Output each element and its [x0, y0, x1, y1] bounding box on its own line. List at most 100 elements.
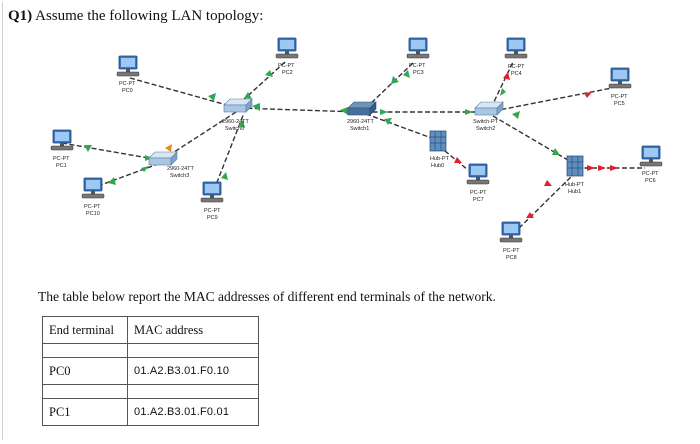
pc0-icon	[116, 55, 140, 77]
table-description: The table below report the MAC addresses…	[38, 289, 496, 304]
link-arrow-up	[384, 118, 392, 125]
link-arrow-up	[340, 107, 348, 115]
switch3-name: Switch3	[170, 173, 189, 179]
link-indicators	[84, 70, 618, 218]
link-arrow-up	[244, 92, 252, 99]
link-arrow-up	[208, 93, 216, 101]
mac-cell: 01.A2.B3.01.F0.01	[127, 398, 259, 426]
switch3-type: 2960-24TT	[167, 166, 195, 172]
link-arrow-up	[141, 166, 149, 172]
pc2-name: PC2	[282, 70, 293, 76]
pc-node-pc8: PC-PT PC8	[499, 221, 523, 261]
pc8-name: PC8	[506, 255, 517, 261]
question-heading: Q1) Assume the following LAN topology:	[8, 8, 263, 25]
pc6-name: PC6	[645, 178, 656, 184]
pc7-name: PC7	[473, 197, 484, 203]
switch-node-switch1: 2960-24TT Switch1	[347, 101, 377, 132]
cable-pc2-switch0	[239, 61, 286, 104]
link-arrow-up	[403, 70, 410, 78]
link-arrow-up	[265, 70, 273, 77]
pc-node-pc4: PC-PT PC4	[504, 37, 528, 77]
pc0-name: PC0	[122, 88, 133, 94]
pc6-icon	[639, 145, 663, 167]
page-border	[2, 2, 697, 440]
pc5-icon	[608, 67, 632, 89]
pc1-type: PC-PT	[53, 156, 70, 162]
pc-node-pc1: PC-PT PC1	[50, 129, 74, 169]
question-number: Q1)	[8, 8, 33, 24]
cable-pc0-switch0	[129, 77, 235, 108]
hub0-name: Hub0	[431, 163, 444, 169]
cable-switch2-hub1	[492, 115, 574, 164]
hub-node-hub0: Hub-PT Hub0	[429, 130, 450, 169]
cable-switch1-hub0	[365, 113, 438, 141]
cable-hub1-pc8	[514, 171, 577, 233]
pc3-name: PC3	[413, 70, 424, 76]
lan-topology-diagram: PC-PT PC0 PC-PT PC2 PC-PT PC3 PC-PT PC4 …	[50, 37, 663, 261]
cable-pc10-switch3	[97, 163, 159, 187]
pc10-icon	[81, 177, 105, 199]
pc-node-pc10: PC-PT PC10	[81, 177, 105, 217]
pc4-type: PC-PT	[508, 64, 525, 70]
link-arrow-down	[610, 165, 618, 171]
table-spacer-row	[42, 343, 259, 358]
switch2-type: Switch-PT	[473, 119, 499, 125]
switch1-name: Switch1	[350, 126, 369, 132]
switch1-type: 2960-24TT	[347, 119, 375, 125]
table-row: PC1 01.A2.B3.01.F0.01	[42, 398, 259, 426]
pc-node-pc5: PC-PT PC5	[608, 67, 632, 107]
cable-group	[61, 61, 645, 233]
pc2-type: PC-PT	[278, 63, 295, 69]
link-arrow-up	[221, 172, 228, 180]
mac-cell: 01.A2.B3.01.F0.10	[127, 357, 259, 385]
pc5-type: PC-PT	[611, 94, 628, 100]
hub-node-hub1: Hub-PT Hub1	[565, 155, 585, 195]
pc9-type: PC-PT	[204, 208, 221, 214]
switch2-icon	[474, 101, 504, 116]
switch-node-switch0: 2960-24TT Switch0	[222, 98, 253, 132]
pc7-icon	[466, 163, 490, 185]
table-row: PC0 01.A2.B3.01.F0.10	[42, 357, 259, 385]
pc-node-pc9: PC-PT PC9	[200, 181, 224, 221]
pc4-name: PC4	[511, 71, 522, 77]
mac-address-table: End terminal MAC address PC0 01.A2.B3.01…	[42, 316, 259, 426]
link-arrow-up	[500, 88, 506, 96]
cable-switch1-pc3	[365, 61, 415, 109]
link-arrow-down	[503, 72, 510, 80]
hub0-icon	[429, 130, 447, 152]
pc9-icon	[200, 181, 224, 203]
link-arrow-down	[454, 157, 462, 163]
switch0-name: Switch0	[225, 126, 244, 132]
pc-node-pc6: PC-PT PC6	[639, 145, 663, 184]
hub1-type: Hub-PT	[565, 182, 585, 188]
switch2-name: Switch2	[476, 126, 495, 132]
terminal-cell: PC0	[42, 357, 128, 385]
link-arrow-up	[380, 109, 388, 115]
pc4-icon	[504, 37, 528, 59]
link-arrow-up	[84, 145, 92, 152]
link-arrow-up	[552, 148, 560, 155]
pc-node-pc0: PC-PT PC0	[116, 55, 140, 94]
link-arrow-down	[587, 165, 595, 171]
switch-node-switch3: 2960-24TT Switch3	[148, 151, 195, 179]
question-text: Assume the following LAN topology:	[35, 8, 264, 24]
hub0-type: Hub-PT	[430, 156, 450, 162]
pc-node-pc3: PC-PT PC3	[406, 37, 430, 76]
pc3-icon	[406, 37, 430, 59]
terminal-cell: PC1	[42, 398, 128, 426]
header-mac-address: MAC address	[127, 316, 259, 344]
pc7-type: PC-PT	[470, 190, 487, 196]
link-arrow-up	[391, 76, 399, 84]
pc9-name: PC9	[207, 215, 218, 221]
hub1-name: Hub1	[568, 189, 581, 195]
switch0-icon	[223, 98, 253, 113]
pc2-icon	[275, 37, 299, 59]
hub1-icon	[566, 155, 584, 177]
link-arrow-down	[544, 180, 552, 186]
switch-node-switch2: Switch-PT Switch2	[473, 101, 504, 132]
table-header-row: End terminal MAC address	[42, 316, 259, 344]
switch0-type: 2960-24TT	[222, 119, 250, 125]
link-arrow-up	[465, 109, 473, 115]
link-arrow-down	[584, 92, 592, 98]
header-end-terminal: End terminal	[42, 316, 128, 344]
